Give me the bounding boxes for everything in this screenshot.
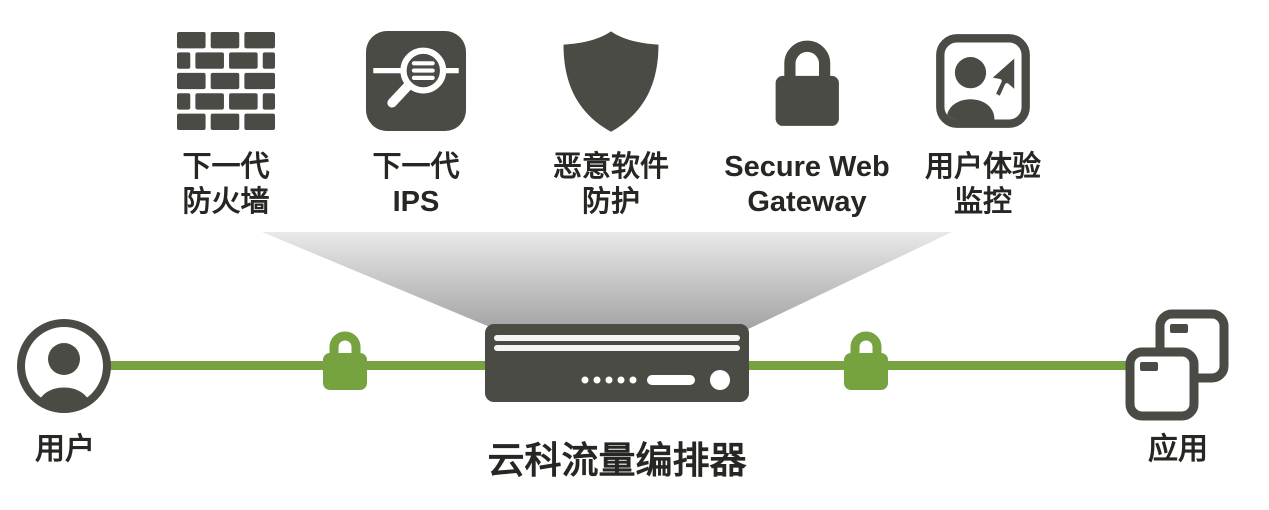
green-padlock-icon-right — [834, 322, 898, 399]
orchestrator-appliance-icon — [485, 324, 749, 407]
service-anti-malware: 恶意软件 防护 — [553, 20, 669, 221]
app-label: 应用 — [1148, 433, 1208, 466]
funnel-shape — [262, 232, 952, 337]
orchestrator-label: 云科流量编排器 — [487, 440, 747, 481]
service-ngips: 下一代 IPS — [366, 20, 466, 221]
ips-magnifier-icon — [366, 20, 466, 142]
user-label: 用户 — [35, 433, 95, 466]
service-label-ngips: 下一代 IPS — [372, 151, 460, 219]
user-circle-icon — [16, 318, 112, 419]
stacked-apps-icon — [1120, 308, 1236, 429]
user-experience-cursor-icon — [933, 20, 1033, 142]
service-label-ngfw: 下一代 防火墙 — [182, 151, 270, 219]
malware-shield-icon — [558, 20, 664, 142]
service-swg: Secure Web Gateway — [724, 20, 890, 221]
gateway-lock-icon — [758, 20, 856, 142]
service-label-swg: Secure Web Gateway — [724, 151, 890, 219]
service-label-anti-malware: 恶意软件 防护 — [552, 151, 670, 219]
green-padlock-icon-left — [313, 322, 377, 399]
service-ngfw: 下一代 防火墙 — [177, 20, 275, 221]
service-uem: 用户体验 监控 — [925, 20, 1041, 221]
firewall-brick-icon — [177, 20, 275, 142]
service-label-uem: 用户体验 监控 — [924, 151, 1042, 219]
